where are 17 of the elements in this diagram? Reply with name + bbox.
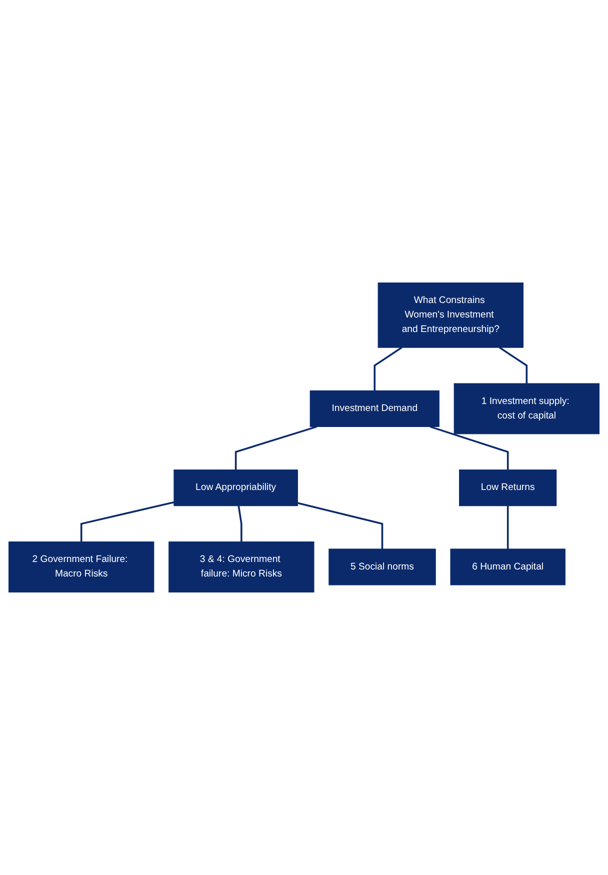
node-box: 2 Government Failure: Macro Risks: [8, 542, 154, 592]
connector: [297, 502, 384, 549]
connector: [80, 501, 174, 542]
node-box: Low Returns: [459, 470, 557, 506]
node-box: 3 & 4: Government failure: Micro Risks: [168, 542, 314, 592]
node-box: 1 Investment supply: cost of capital: [454, 383, 600, 434]
connector: [238, 506, 242, 542]
connector: [506, 506, 509, 549]
node-box: Low Appropriability: [174, 470, 298, 506]
node-box: 6 Human Capital: [450, 548, 566, 586]
node-box: 5 Social norms: [328, 548, 436, 586]
node-box: Investment Demand: [310, 390, 440, 427]
connector: [499, 346, 528, 384]
node-box: What Constrains Women's Investment and Entrepreneurship?: [378, 282, 524, 348]
connector: [234, 426, 318, 470]
connector: [430, 426, 509, 470]
connector: [374, 346, 402, 391]
